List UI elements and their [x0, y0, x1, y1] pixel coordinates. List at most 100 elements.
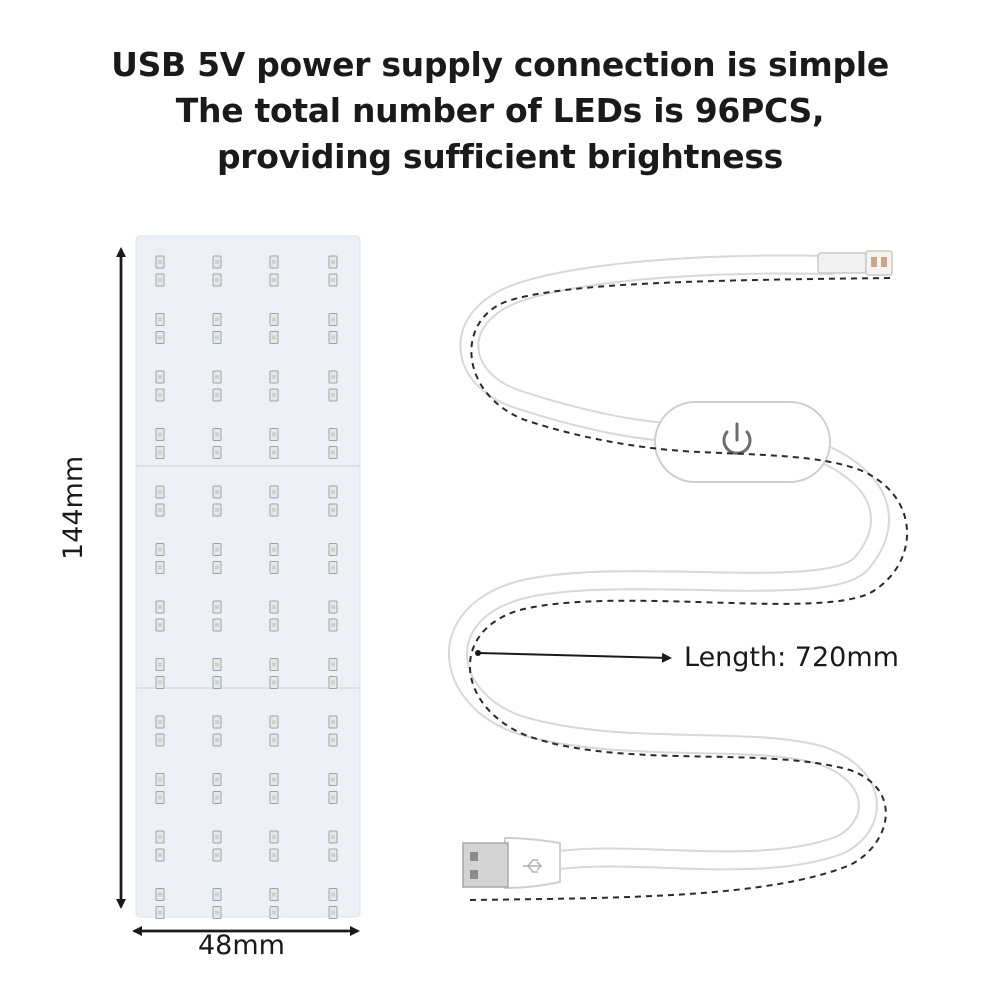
headline: USB 5V power supply connection is simple…	[0, 42, 1000, 180]
led	[269, 830, 279, 844]
led	[155, 733, 165, 747]
led	[328, 906, 338, 919]
led	[328, 428, 338, 441]
led	[155, 676, 165, 689]
led	[269, 773, 279, 786]
led	[328, 543, 338, 556]
led	[328, 888, 338, 901]
led	[328, 273, 338, 287]
cable-wire	[450, 256, 888, 869]
led	[269, 313, 279, 326]
led	[155, 255, 165, 269]
led	[328, 830, 338, 844]
length-guide	[468, 277, 908, 901]
led	[328, 848, 338, 862]
board-plate	[135, 235, 361, 918]
led	[155, 715, 165, 729]
led	[269, 446, 279, 459]
led	[212, 791, 222, 804]
led	[328, 791, 338, 804]
led	[212, 658, 222, 671]
led	[269, 906, 279, 919]
led	[155, 388, 165, 402]
led	[269, 888, 279, 901]
led	[155, 600, 165, 614]
jst-connector	[817, 250, 893, 276]
usb-cable	[448, 250, 893, 890]
led	[328, 600, 338, 614]
led	[155, 658, 165, 671]
led	[155, 331, 165, 344]
led	[212, 446, 222, 459]
headline-line-1: USB 5V power supply connection is simple	[111, 45, 889, 84]
led	[155, 561, 165, 574]
led	[212, 618, 222, 632]
led	[269, 331, 279, 344]
led	[269, 715, 279, 729]
led	[328, 715, 338, 729]
led	[155, 906, 165, 919]
led	[269, 428, 279, 441]
length-arrow-origin	[475, 650, 481, 656]
led	[212, 733, 222, 747]
led	[269, 388, 279, 402]
led	[269, 273, 279, 287]
led	[212, 561, 222, 574]
led	[269, 503, 279, 517]
led	[155, 543, 165, 556]
led	[328, 733, 338, 747]
led	[212, 676, 222, 689]
led-grid	[155, 255, 338, 919]
led	[212, 600, 222, 614]
led	[212, 313, 222, 326]
led	[269, 791, 279, 804]
led	[212, 848, 222, 862]
height-label: 144mm	[58, 455, 89, 560]
led	[269, 658, 279, 671]
led	[212, 715, 222, 729]
led	[269, 733, 279, 747]
led	[328, 676, 338, 689]
length-arrow	[477, 652, 672, 663]
led	[155, 791, 165, 804]
led	[212, 370, 222, 384]
headline-line-3: providing sufficient brightness	[216, 137, 784, 176]
led	[328, 618, 338, 632]
led	[328, 370, 338, 384]
led	[155, 830, 165, 844]
led	[155, 370, 165, 384]
led	[328, 313, 338, 326]
led	[155, 503, 165, 517]
led	[155, 313, 165, 326]
led	[212, 331, 222, 344]
led	[328, 255, 338, 269]
led	[212, 888, 222, 901]
led	[155, 428, 165, 441]
led	[328, 388, 338, 402]
led	[155, 446, 165, 459]
led	[212, 543, 222, 556]
power-icon	[722, 422, 752, 455]
usb-plug-icon	[462, 836, 561, 890]
led	[212, 830, 222, 844]
led	[212, 906, 222, 919]
led-board	[135, 235, 361, 919]
led	[269, 543, 279, 556]
led	[155, 618, 165, 632]
width-label: 48mm	[198, 930, 285, 961]
led	[269, 561, 279, 574]
led	[328, 485, 338, 499]
led	[155, 485, 165, 499]
led	[328, 773, 338, 786]
led	[269, 255, 279, 269]
led	[212, 388, 222, 402]
led	[328, 561, 338, 574]
led	[212, 485, 222, 499]
led	[212, 428, 222, 441]
led	[155, 773, 165, 786]
cable-shadow	[448, 254, 890, 871]
led	[269, 600, 279, 614]
led	[328, 331, 338, 344]
led	[212, 273, 222, 287]
